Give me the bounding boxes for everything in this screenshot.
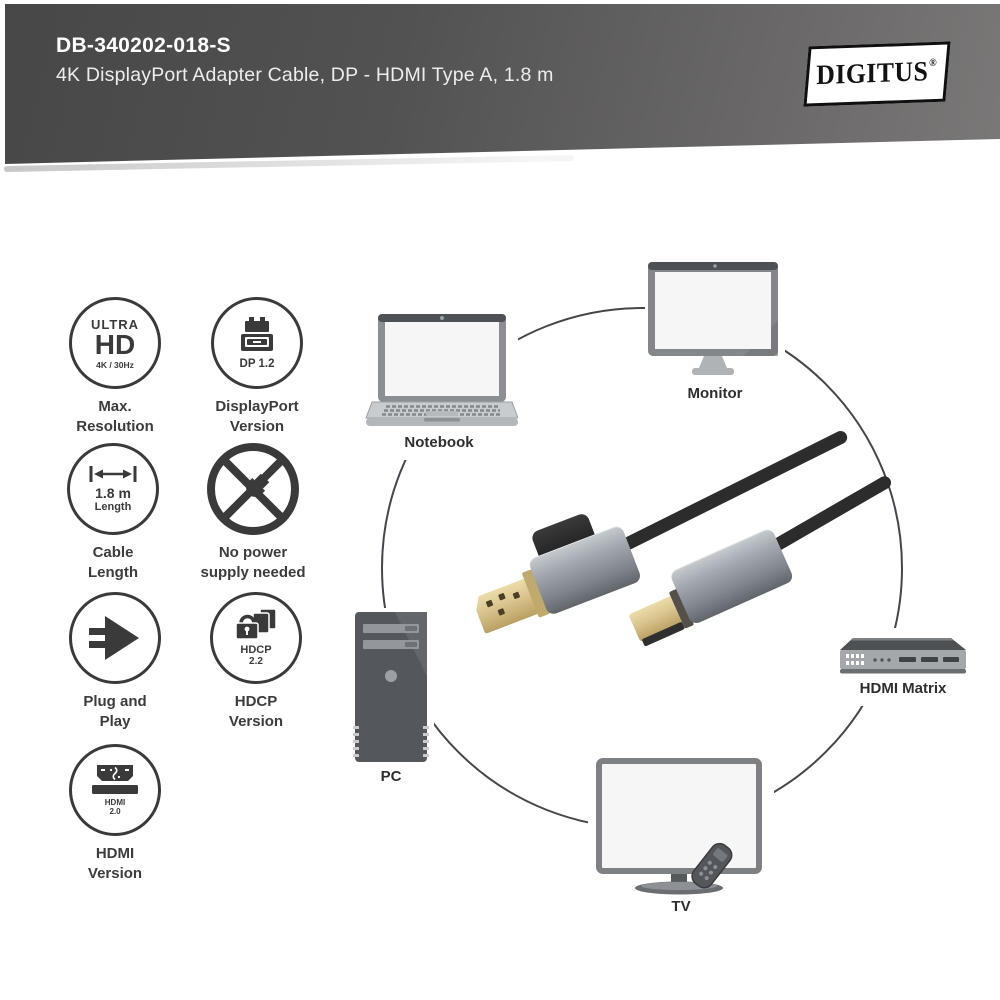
device-pc: PC: [348, 608, 434, 793]
ultra-hd-badge-icon: ULTRA HD 4K / 30Hz: [69, 297, 161, 389]
product-title: 4K DisplayPort Adapter Cable, DP - HDMI …: [56, 64, 554, 86]
monitor-label: Monitor: [687, 385, 743, 402]
hdmi-plug-icon: HDMI 2.0: [69, 744, 161, 836]
tv-icon: [596, 758, 762, 895]
notebook-label: Notebook: [404, 434, 474, 451]
device-hdmi-matrix: HDMI Matrix: [835, 628, 971, 706]
product-code: DB-340202-018-S: [56, 34, 231, 57]
no-power-prohibited-icon: [207, 443, 299, 535]
hdcp-lock-icon: HDCP 2.2: [210, 592, 302, 684]
feature-max-resolution: ULTRA HD 4K / 30Hz Max.Resolution: [40, 297, 190, 437]
hdmi-matrix-label: HDMI Matrix: [859, 680, 947, 697]
length-arrows-icon: 1.8 m Length: [67, 443, 159, 535]
monitor-icon: [648, 262, 778, 375]
device-monitor: Monitor: [645, 258, 785, 410]
hdmi-matrix-icon: [840, 638, 966, 674]
pc-tower-icon: [353, 612, 429, 762]
device-tv: TV: [588, 752, 774, 920]
displayport-plug-icon: DP 1.2: [211, 297, 303, 389]
tv-label: TV: [671, 898, 691, 915]
pc-label: PC: [380, 768, 402, 785]
notebook-icon: [365, 314, 518, 426]
plug-play-arrow-icon: [69, 592, 161, 684]
device-notebook: Notebook: [360, 308, 518, 460]
